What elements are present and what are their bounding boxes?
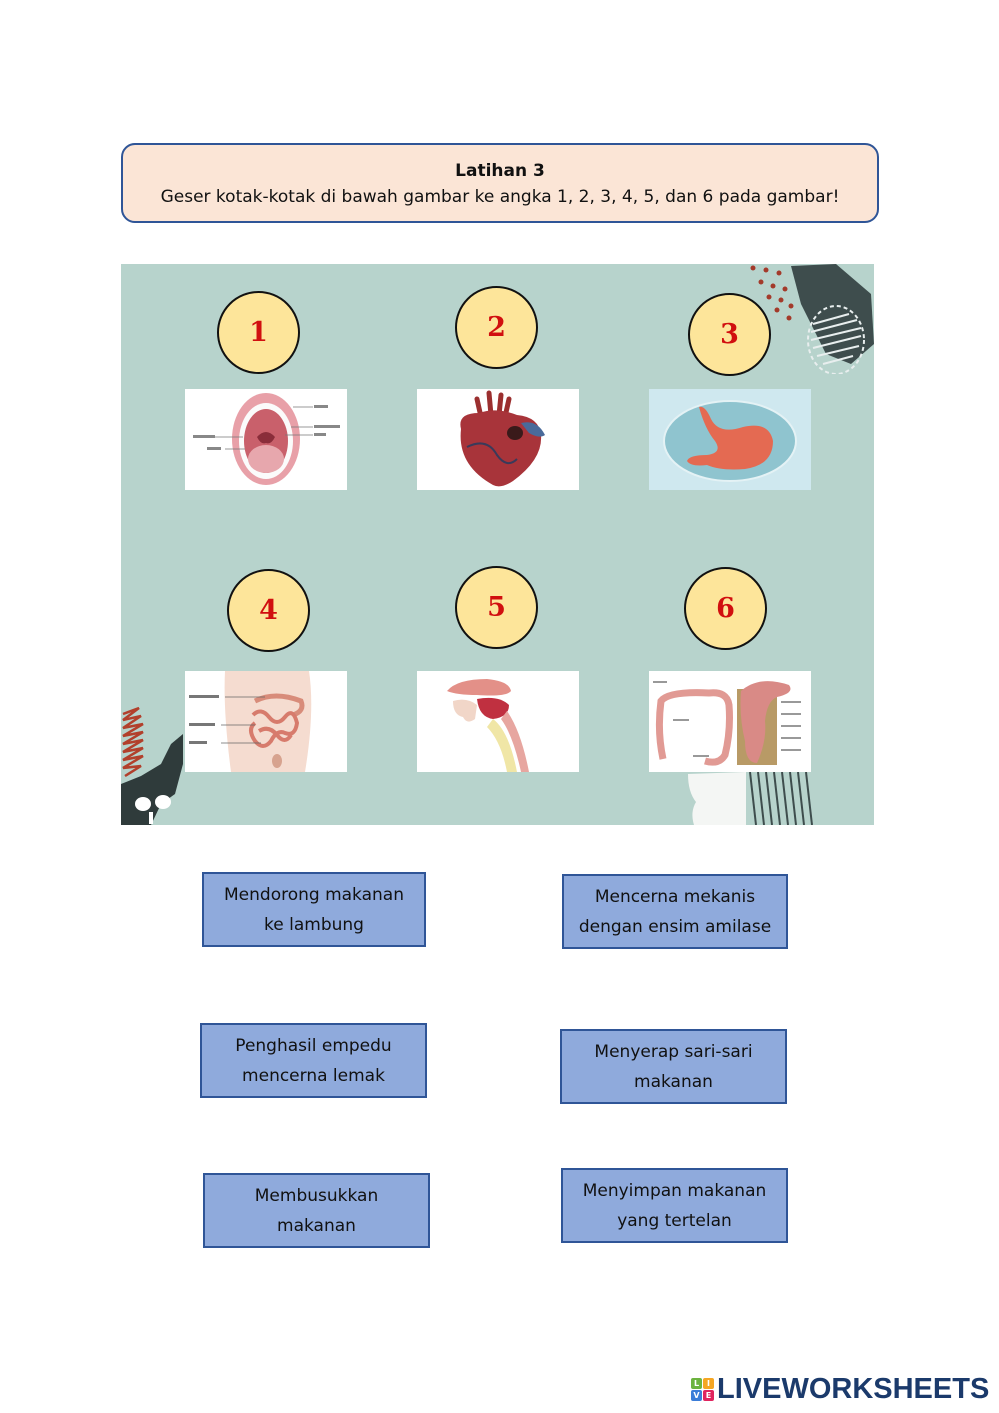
- target-number: 6: [716, 593, 735, 624]
- heart-illustration-image: [417, 389, 579, 490]
- heart-illustration-icon: [460, 390, 545, 487]
- exercise-title: Latihan 3: [455, 161, 545, 181]
- drag-box-label: Menyimpan makanan yang tertelan: [582, 1180, 767, 1231]
- drag-box-label: Membusukkan makanan: [254, 1185, 379, 1236]
- drag-box-menyimpan-makanan[interactable]: Menyimpan makanan yang tertelan: [561, 1168, 788, 1243]
- instruction-text: Geser kotak-kotak di bawah gambar ke ang…: [160, 187, 840, 207]
- large-intestine-diagram-image: [649, 671, 811, 772]
- target-number: 4: [259, 595, 278, 626]
- stomach-illustration-image: [649, 389, 811, 490]
- small-intestine-diagram-image: [185, 671, 347, 772]
- logo-letter-square: I: [703, 1378, 714, 1389]
- drag-box-label: Menyerap sari-sari makanan: [594, 1041, 753, 1092]
- target-number: 2: [487, 312, 506, 343]
- drag-box-membusukkan-makanan[interactable]: Membusukkan makanan: [203, 1173, 430, 1248]
- organ-picture-panel: 1 2 3 4 5 6: [121, 264, 874, 825]
- decorative-brush-top-right: [750, 264, 874, 374]
- drag-box-label: Penghasil empedu mencerna lemak: [235, 1035, 392, 1086]
- target-number: 5: [487, 592, 506, 623]
- drag-box-penghasil-empedu[interactable]: Penghasil empedu mencerna lemak: [200, 1023, 427, 1098]
- throat-cross-section-image: [417, 671, 579, 772]
- brand-name: LIVEWORKSHEETS: [717, 1373, 990, 1405]
- decorative-comb-bottom-right: [688, 772, 813, 825]
- target-number: 1: [249, 317, 268, 348]
- target-number: 3: [720, 319, 739, 350]
- drop-target-1[interactable]: 1: [217, 291, 300, 374]
- drag-box-label: Mendorong makanan ke lambung: [224, 884, 404, 935]
- logo-letter-square: E: [703, 1390, 714, 1401]
- drag-box-mencerna-mekanis[interactable]: Mencerna mekanis dengan ensim amilase: [562, 874, 788, 949]
- logo-squares-icon: L I V E: [691, 1378, 714, 1401]
- throat-cross-section-icon: [447, 679, 529, 772]
- drag-box-label: Mencerna mekanis dengan ensim amilase: [578, 886, 772, 937]
- drag-box-mendorong-makanan[interactable]: Mendorong makanan ke lambung: [202, 872, 426, 947]
- drop-target-2[interactable]: 2: [455, 286, 538, 369]
- liveworksheets-logo: L I V E LIVEWORKSHEETS: [691, 1373, 989, 1406]
- mouth-diagram-icon: [193, 393, 340, 485]
- drag-box-menyerap-sari[interactable]: Menyerap sari-sari makanan: [560, 1029, 787, 1104]
- drop-target-4[interactable]: 4: [227, 569, 310, 652]
- instruction-header: Latihan 3 Geser kotak-kotak di bawah gam…: [121, 143, 879, 223]
- logo-letter-square: L: [691, 1378, 702, 1389]
- stomach-illustration-icon: [663, 400, 797, 482]
- large-intestine-diagram-icon: [653, 681, 801, 766]
- small-intestine-diagram-icon: [189, 671, 312, 772]
- logo-letter-square: V: [691, 1390, 702, 1401]
- drop-target-3[interactable]: 3: [688, 293, 771, 376]
- decorative-spring-bottom-left: [121, 706, 183, 825]
- drop-target-6[interactable]: 6: [684, 567, 767, 650]
- mouth-diagram-image: [185, 389, 347, 490]
- drop-target-5[interactable]: 5: [455, 566, 538, 649]
